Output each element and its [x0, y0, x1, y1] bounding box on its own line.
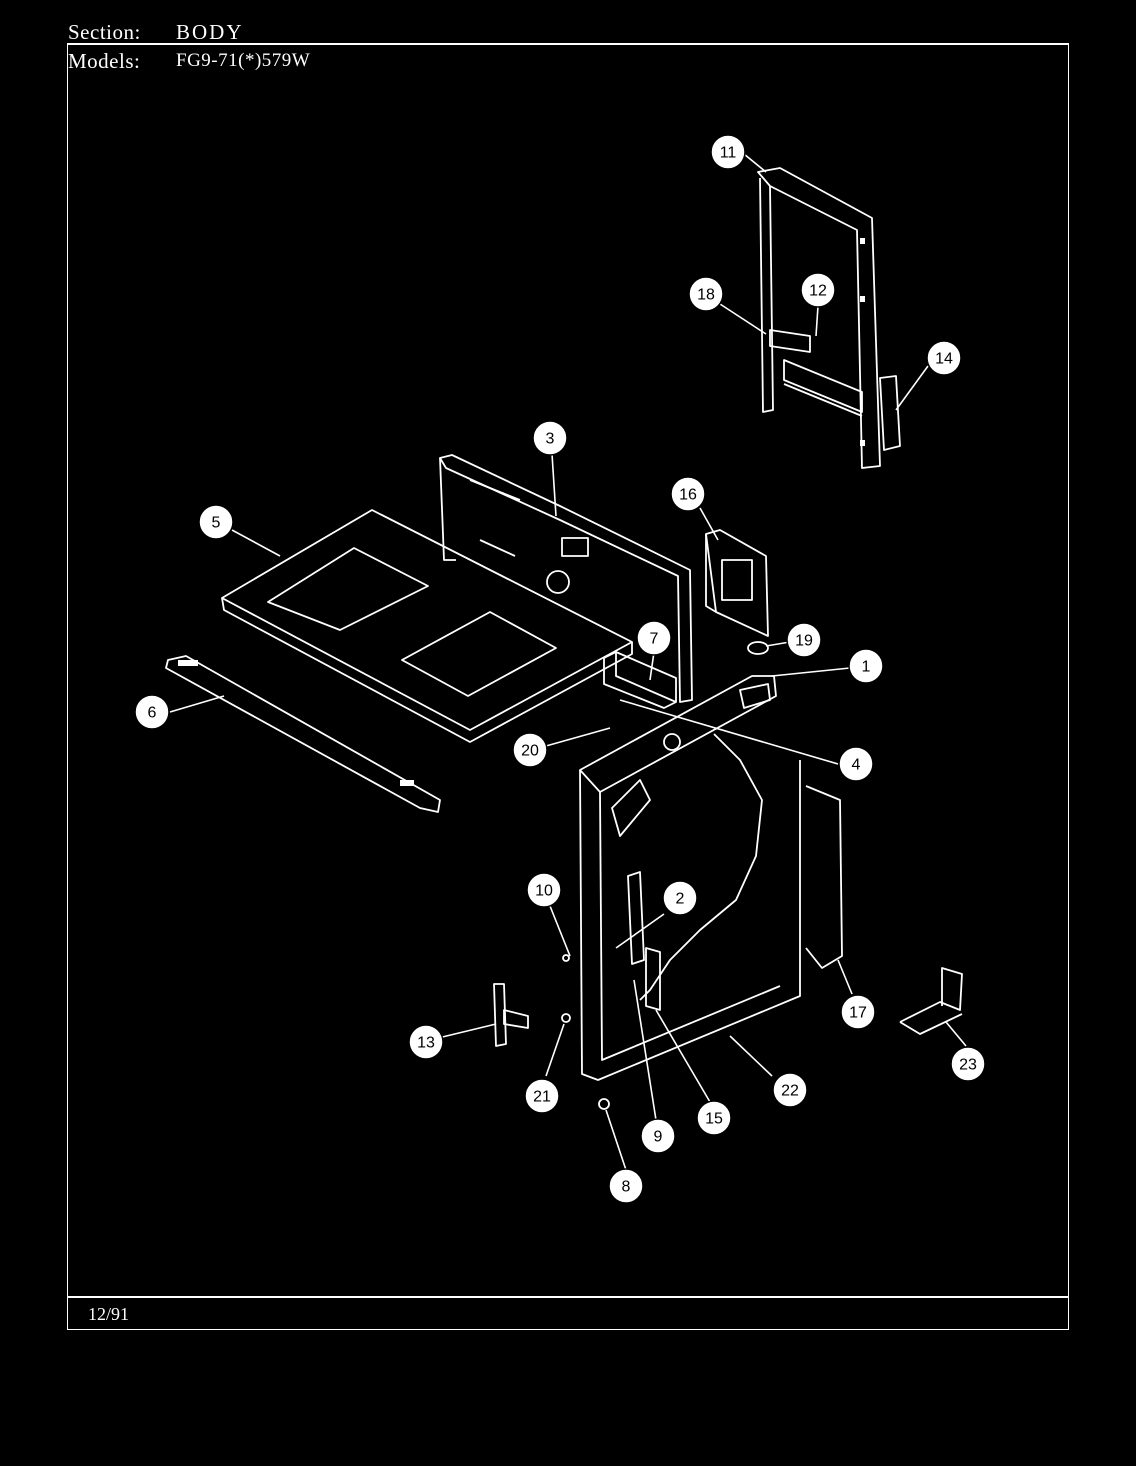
- callout-10: 10: [526, 872, 562, 908]
- callout-number: 9: [654, 1129, 663, 1146]
- models-value: FG9-71(*)579W: [176, 50, 311, 71]
- callout-3: 3: [532, 420, 568, 456]
- callout-circle: [670, 476, 706, 512]
- callout-circle: [772, 1072, 808, 1108]
- callout-circle: [786, 622, 822, 658]
- callout-circle: [926, 340, 962, 376]
- backguard-panel: [439, 454, 693, 703]
- callout-circle: [512, 732, 548, 768]
- callout-20: 20: [512, 732, 548, 768]
- callout-circle: [688, 276, 724, 312]
- footer-frame: [67, 1297, 1069, 1330]
- callout-2: 2: [662, 880, 698, 916]
- callout-6: 6: [134, 694, 170, 730]
- callout-4: 4: [838, 746, 874, 782]
- callout-number: 8: [622, 1179, 631, 1196]
- callout-number: 14: [935, 351, 953, 368]
- callout-23: 23: [950, 1046, 986, 1082]
- callout-number: 10: [535, 883, 553, 900]
- callout-number: 21: [533, 1089, 551, 1106]
- callout-number: 17: [849, 1005, 867, 1022]
- callout-circle: [800, 272, 836, 308]
- callout-1: 1: [848, 648, 884, 684]
- callout-circle: [524, 1078, 560, 1114]
- callout-number: 19: [795, 633, 813, 650]
- control-box: [705, 529, 769, 637]
- callout-circle: [662, 880, 698, 916]
- callout-number: 12: [809, 283, 827, 300]
- callout-number: 4: [852, 757, 861, 774]
- mounting-bracket: [603, 651, 677, 709]
- callout-21: 21: [524, 1078, 560, 1114]
- callout-circle: [608, 1168, 644, 1204]
- callout-number: 20: [521, 743, 539, 760]
- callout-number: 5: [212, 515, 221, 532]
- callout-13: 13: [408, 1024, 444, 1060]
- callout-number: 6: [148, 705, 157, 722]
- callout-number: 18: [697, 287, 715, 304]
- callout-number: 2: [676, 891, 685, 908]
- front-trim-strip: [165, 655, 441, 813]
- callout-circle: [840, 994, 876, 1030]
- callout-number: 7: [650, 631, 659, 648]
- callout-circle: [532, 420, 568, 456]
- callout-number: 23: [959, 1057, 977, 1074]
- callout-8: 8: [608, 1168, 644, 1204]
- callout-7: 7: [636, 620, 672, 656]
- callout-number: 16: [679, 487, 697, 504]
- callout-circle: [526, 872, 562, 908]
- footer-date: 12/91: [88, 1304, 130, 1324]
- section-value: BODY: [176, 20, 244, 44]
- small-parts: [493, 954, 963, 1110]
- rear-vent-panel: [757, 167, 901, 469]
- callout-circle: [710, 134, 746, 170]
- cooktop-main-top: [221, 509, 633, 743]
- callout-circle: [640, 1118, 676, 1154]
- callout-circle: [848, 648, 884, 684]
- callout-circle: [636, 620, 672, 656]
- callout-9: 9: [640, 1118, 676, 1154]
- callout-11: 11: [710, 134, 746, 170]
- callout-14: 14: [926, 340, 962, 376]
- callout-19: 19: [786, 622, 822, 658]
- callout-number: 3: [546, 431, 555, 448]
- callout-number: 22: [781, 1083, 799, 1100]
- knob-part: [747, 641, 769, 655]
- callout-circle: [198, 504, 234, 540]
- callout-circle: [696, 1100, 732, 1136]
- main-body-frame: [579, 675, 843, 1081]
- models-label: Models:: [68, 49, 141, 73]
- callout-circle: [408, 1024, 444, 1060]
- callout-15: 15: [696, 1100, 732, 1136]
- callout-5: 5: [198, 504, 234, 540]
- diagram-frame: [67, 43, 1069, 1297]
- callout-17: 17: [840, 994, 876, 1030]
- callout-18: 18: [688, 276, 724, 312]
- callout-12: 12: [800, 272, 836, 308]
- callout-22: 22: [772, 1072, 808, 1108]
- callout-number: 1: [862, 659, 871, 676]
- callout-circle: [134, 694, 170, 730]
- callout-number: 11: [720, 145, 737, 162]
- section-label: Section:: [68, 20, 141, 44]
- callout-number: 15: [705, 1111, 723, 1128]
- callout-16: 16: [670, 476, 706, 512]
- callout-number: 13: [417, 1035, 435, 1052]
- callout-circle: [950, 1046, 986, 1082]
- callout-circle: [838, 746, 874, 782]
